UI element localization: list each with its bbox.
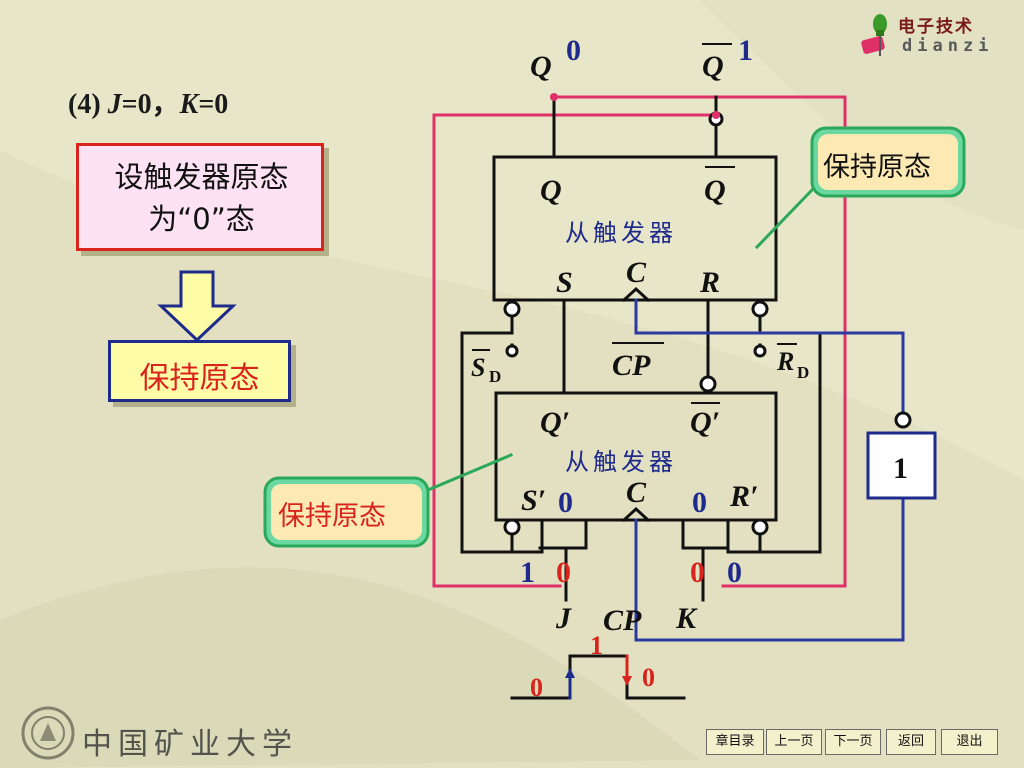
back-button[interactable]: 返回 — [886, 729, 936, 755]
k-input-label: K — [675, 602, 698, 635]
master-clock-triangle — [621, 286, 651, 303]
arrow-down-icon — [157, 270, 237, 342]
section-heading: (4) J=0，K=0 — [68, 89, 229, 120]
university-name: 中国矿业大学 — [82, 727, 298, 762]
j-feedback-value: 1 — [520, 556, 535, 589]
brand-name-en: dianzi — [902, 36, 994, 56]
clock-low-left-value: 0 — [530, 673, 543, 702]
output-q-value: 0 — [566, 34, 581, 67]
callout-master: 保持原态 — [810, 126, 966, 198]
feedback-wires — [432, 95, 847, 588]
result-box: 保持原态 — [108, 340, 291, 402]
brand-name-cn: 电子技术 — [898, 17, 974, 37]
slave-qbar-label: Q′ — [690, 406, 720, 439]
slave-r-value: 0 — [692, 486, 707, 519]
j-input-label: J — [555, 602, 572, 635]
initial-state-text: 设触发器原态为“0”态 — [114, 160, 289, 236]
clock-waveform — [510, 654, 686, 700]
rd-subscript: D — [797, 363, 809, 382]
master-c-label: C — [626, 256, 647, 289]
master-r-label: R — [699, 266, 720, 299]
sd-subscript: D — [489, 367, 501, 386]
inverter-box — [866, 431, 937, 500]
led-icon — [861, 14, 887, 56]
sd-label: S — [471, 353, 485, 382]
university-seal-icon — [21, 706, 75, 760]
j-input-value: 0 — [556, 556, 571, 589]
cp-input-label: CP — [603, 604, 642, 637]
clock-high-value: 1 — [590, 631, 603, 660]
master-q-label: Q — [540, 174, 562, 207]
callout-master-text: 保持原态 — [823, 152, 931, 183]
slave-clock-triangle — [621, 506, 651, 523]
clock-low-right-value: 0 — [642, 663, 655, 692]
slave-q-label: Q′ — [540, 406, 570, 439]
rd-label: R — [776, 347, 794, 376]
master-qbar-label: Q — [704, 174, 726, 207]
output-qbar-value: 1 — [738, 34, 753, 67]
slave-c-label: C — [626, 476, 647, 509]
inversion-bubbles — [503, 111, 912, 536]
black-wires — [460, 95, 822, 602]
result-text: 保持原态 — [139, 361, 260, 396]
inverter-label: 1 — [893, 452, 908, 485]
callout-slave-text: 保持原态 — [278, 501, 386, 532]
brand-logo: 电子技术 dianzi — [858, 10, 1018, 60]
prev-page-button[interactable]: 上一页 — [766, 729, 822, 755]
master-title: 从触发器 — [565, 219, 677, 247]
clock-wires — [634, 298, 905, 642]
k-input-value: 0 — [690, 556, 705, 589]
k-feedback-value: 0 — [727, 556, 742, 589]
slave-r-label: R′ — [729, 480, 758, 513]
exit-button[interactable]: 退出 — [941, 729, 998, 755]
initial-state-box: 设触发器原态为“0”态 — [76, 143, 324, 251]
master-s-label: S — [556, 266, 573, 299]
university-logo: 中国矿业大学 — [20, 705, 310, 765]
next-page-button[interactable]: 下一页 — [825, 729, 881, 755]
output-qbar-label: Q — [702, 50, 724, 83]
callout-slave: 保持原态 — [263, 476, 430, 548]
chapter-contents-button[interactable]: 章目录 — [706, 729, 764, 755]
slave-s-label: S′ — [521, 484, 546, 517]
cp-bar-label: CP — [612, 349, 651, 382]
slave-title: 从触发器 — [565, 448, 677, 476]
output-q-label: Q — [530, 50, 552, 83]
slave-s-value: 0 — [558, 486, 573, 519]
